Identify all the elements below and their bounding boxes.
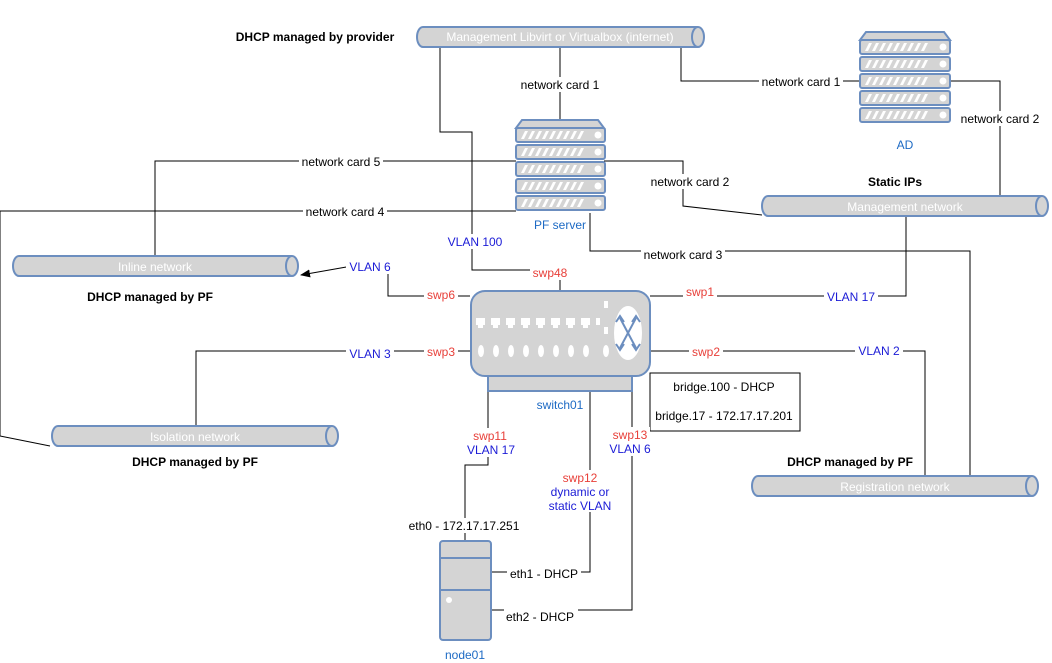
network-label-inline: Inline network xyxy=(118,260,193,274)
node-computer-icon xyxy=(439,540,492,641)
dhcp-pf-registration-annotation: DHCP managed by PF xyxy=(787,455,913,469)
pf-card3-label: network card 3 xyxy=(644,248,723,262)
vlan6-inline-label: VLAN 6 xyxy=(349,260,391,274)
vlan-dynamic-line2: static VLAN xyxy=(549,499,612,513)
network-label-isolation: Isolation network xyxy=(150,430,241,444)
network-label-management: Management network xyxy=(847,200,963,214)
swp48-label: swp48 xyxy=(533,266,568,280)
line-swp11 xyxy=(464,391,489,540)
node-label: node01 xyxy=(445,648,485,662)
swp3-label: swp3 xyxy=(427,345,455,359)
ad-server-rack-icon xyxy=(858,31,952,123)
swp1-label: swp1 xyxy=(686,285,714,299)
ad-card2-label: network card 2 xyxy=(961,112,1040,126)
line-pf-card4 xyxy=(0,210,516,447)
swp13-label: swp13 xyxy=(613,428,648,442)
vlan6-node-label: VLAN 6 xyxy=(609,442,651,456)
static-ips-annotation: Static IPs xyxy=(868,175,922,189)
eth1-label: eth1 - DHCP xyxy=(510,567,578,581)
swp6-label: swp6 xyxy=(427,288,455,302)
pf-server-label: PF server xyxy=(534,218,586,232)
switch-label: switch01 xyxy=(537,398,584,412)
network-cylinder-isolation: Isolation network xyxy=(51,425,339,447)
swp11-label: swp11 xyxy=(473,429,507,443)
network-label-registration: Registration network xyxy=(840,480,950,494)
dhcp-provider-annotation: DHCP managed by provider xyxy=(236,30,395,44)
line-pf-card3 xyxy=(589,213,971,476)
eth2-label: eth2 - DHCP xyxy=(506,610,574,624)
network-cylinder-management: Management network xyxy=(761,195,1049,217)
line-vlan2 xyxy=(650,350,926,476)
vlan-dynamic-line1: dynamic or xyxy=(551,485,610,499)
arrow-vlan6-inline xyxy=(300,265,353,278)
line-vlan3 xyxy=(195,350,470,426)
line-pf-card5 xyxy=(154,160,516,256)
switch-icon xyxy=(470,290,651,392)
network-cylinder-inline: Inline network xyxy=(12,255,299,277)
vlan17-mgmt-label: VLAN 17 xyxy=(827,290,875,304)
line-ad-card2 xyxy=(950,80,1001,196)
pf-card5-label: network card 5 xyxy=(302,155,381,169)
pf-server-rack-icon xyxy=(514,119,606,211)
ad-card1-label: network card 1 xyxy=(762,75,841,89)
bridge-line-1: bridge.100 - DHCP xyxy=(673,380,774,394)
pf-card4-label: network card 4 xyxy=(306,205,385,219)
vlan17-node-label: VLAN 17 xyxy=(467,443,515,457)
pf-card2-label: network card 2 xyxy=(651,175,730,189)
bridge-line-2: bridge.17 - 172.17.17.201 xyxy=(655,409,793,423)
ad-label: AD xyxy=(897,138,914,152)
interface-labels: eth0 - 172.17.17.251 eth1 - DHCP eth2 - … xyxy=(406,518,581,624)
vlan3-label: VLAN 3 xyxy=(349,347,391,361)
line-vlan17-mgmt xyxy=(650,217,907,297)
network-label-internet: Management Libvirt or Virtualbox (intern… xyxy=(446,30,673,44)
bridge-info-box xyxy=(649,372,801,432)
vlan100-label: VLAN 100 xyxy=(448,235,503,249)
pf-card1-label: network card 1 xyxy=(521,78,600,92)
dhcp-pf-inline-annotation: DHCP managed by PF xyxy=(87,290,213,304)
dhcp-pf-isolation-annotation: DHCP managed by PF xyxy=(132,455,258,469)
vlan2-label: VLAN 2 xyxy=(858,344,900,358)
network-cylinder-internet: Management Libvirt or Virtualbox (intern… xyxy=(416,26,705,48)
network-cylinder-registration: Registration network xyxy=(751,475,1039,497)
swp2-label: swp2 xyxy=(692,345,720,359)
swp12-label: swp12 xyxy=(563,471,598,485)
eth0-label: eth0 - 172.17.17.251 xyxy=(409,519,520,533)
vlan-port-labels: VLAN 100 swp48 VLAN 6 swp6 swp1 VLAN 17 … xyxy=(346,234,903,513)
card-labels: network card 1 network card 1 network ca… xyxy=(299,74,1042,262)
